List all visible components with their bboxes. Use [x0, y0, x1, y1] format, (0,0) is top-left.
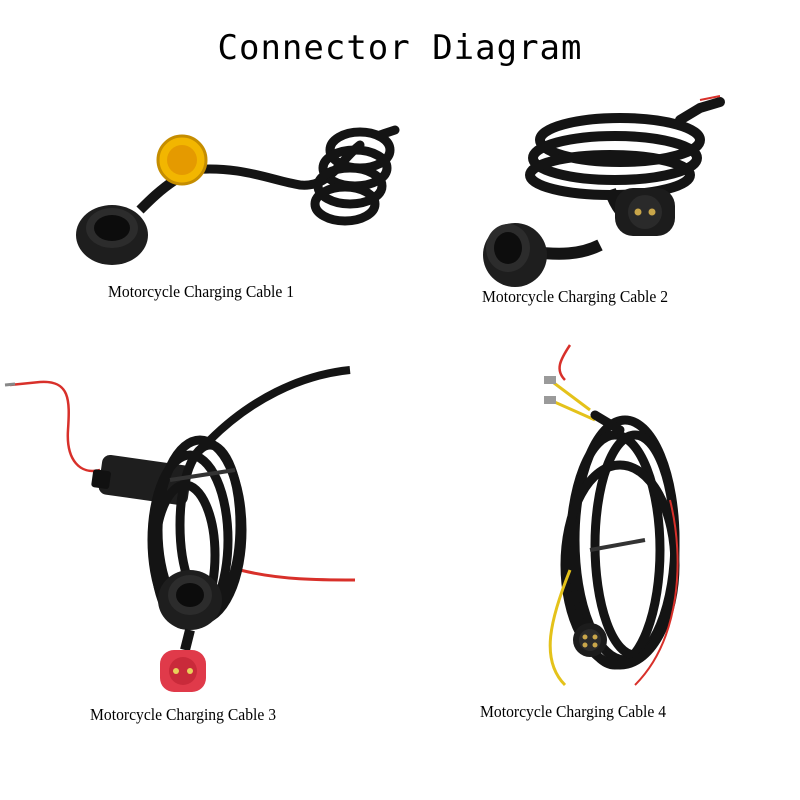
cable-2-caption: Motorcycle Charging Cable 2	[482, 287, 669, 306]
cable-4-caption: Motorcycle Charging Cable 4	[480, 702, 667, 721]
cable-3-caption: Motorcycle Charging Cable 3	[90, 705, 277, 724]
page-title: Connector Diagram	[217, 28, 583, 68]
cable-4-image	[420, 340, 800, 740]
cable-2-image	[420, 80, 800, 320]
cable-1-caption: Motorcycle Charging Cable 1	[108, 282, 295, 301]
cable-1-image	[0, 90, 420, 310]
cable-3-image	[0, 340, 420, 740]
